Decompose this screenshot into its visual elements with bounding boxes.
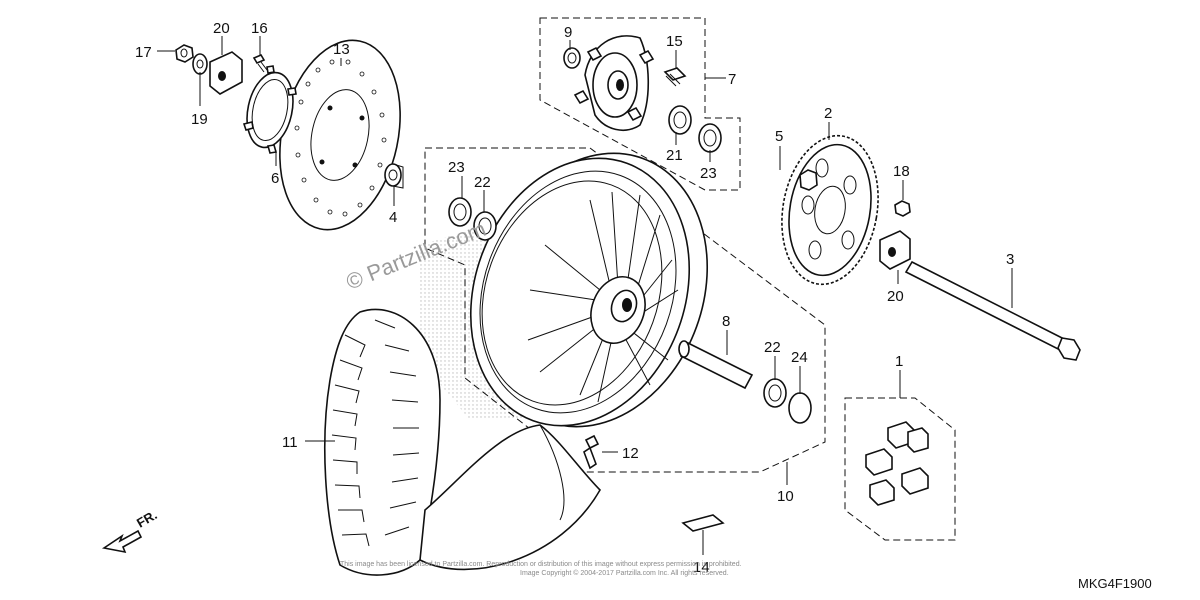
- damper-boundary: [844, 397, 956, 541]
- callout-3: 3: [1006, 251, 1014, 268]
- oil-seal-left: [448, 197, 472, 227]
- drive-sprocket: [781, 134, 879, 286]
- washer: [192, 53, 208, 75]
- copyright-line-1: This image has been licensed to Partzill…: [340, 561, 742, 568]
- callout-16: 16: [251, 20, 268, 37]
- tire: [323, 308, 601, 576]
- callout-7: 7: [728, 71, 736, 88]
- callout-8: 8: [722, 313, 730, 330]
- sprocket-flange-boundary: [539, 17, 741, 191]
- adjuster-plate: [209, 51, 243, 95]
- tire-valve: [583, 434, 600, 470]
- flange-collar: [563, 47, 581, 69]
- adjuster-plate-right: [879, 230, 911, 270]
- diagram-code: MKG4F1900: [1078, 576, 1152, 591]
- bearing-right: [763, 378, 787, 408]
- rear-axle: [904, 260, 1081, 361]
- collar: [384, 163, 404, 189]
- callout-15: 15: [666, 33, 683, 50]
- sprocket-collar: [799, 169, 818, 191]
- wheel-assembly-boundary: [424, 147, 826, 473]
- sprocket-stud: [663, 67, 687, 87]
- callouts: 17 20 16 19 13 6 4 23 22 9 15 7 21 23 5 …: [135, 20, 1014, 576]
- callout-24: 24: [791, 349, 808, 366]
- callout-21: 21: [666, 147, 683, 164]
- axle-nut: [175, 44, 194, 63]
- front-direction-indicator: FR.: [101, 507, 160, 554]
- callout-23-left: 23: [448, 159, 465, 176]
- front-label: FR.: [134, 507, 160, 530]
- callout-9: 9: [564, 24, 572, 41]
- bearing-left: [473, 211, 497, 241]
- balance-weight: [681, 514, 725, 532]
- sprocket-flange: [573, 35, 655, 131]
- callout-20: 20: [213, 20, 230, 37]
- flange-bearing: [668, 105, 692, 135]
- callout-10: 10: [777, 488, 794, 505]
- copyright-line-2: Image Copyright © 2004-2017 Partzilla.co…: [520, 569, 729, 577]
- callout-22-left: 22: [474, 174, 491, 191]
- callout-6: 6: [271, 170, 279, 187]
- disc-bracket: [242, 65, 297, 154]
- callout-5: 5: [775, 128, 783, 145]
- distance-collar: [678, 340, 754, 390]
- callout-12: 12: [622, 445, 639, 462]
- callout-13: 13: [333, 41, 350, 58]
- wheel-dampers: [865, 421, 929, 506]
- o-ring: [788, 392, 812, 424]
- bolt: [252, 53, 268, 73]
- callout-20-right: 20: [887, 288, 904, 305]
- leader-lines: [157, 36, 1013, 555]
- callout-19: 19: [191, 111, 208, 128]
- callout-18: 18: [893, 163, 910, 180]
- callout-2: 2: [824, 105, 832, 122]
- flange-seal: [698, 123, 722, 153]
- sprocket-nut: [894, 200, 911, 217]
- callout-17: 17: [135, 44, 152, 61]
- callout-22-right: 22: [764, 339, 781, 356]
- callout-11: 11: [282, 434, 298, 451]
- callout-14: 14: [693, 559, 710, 576]
- callout-4: 4: [389, 209, 397, 226]
- callout-23-right: 23: [700, 165, 717, 182]
- callout-1: 1: [895, 353, 903, 370]
- wheel: [469, 152, 709, 428]
